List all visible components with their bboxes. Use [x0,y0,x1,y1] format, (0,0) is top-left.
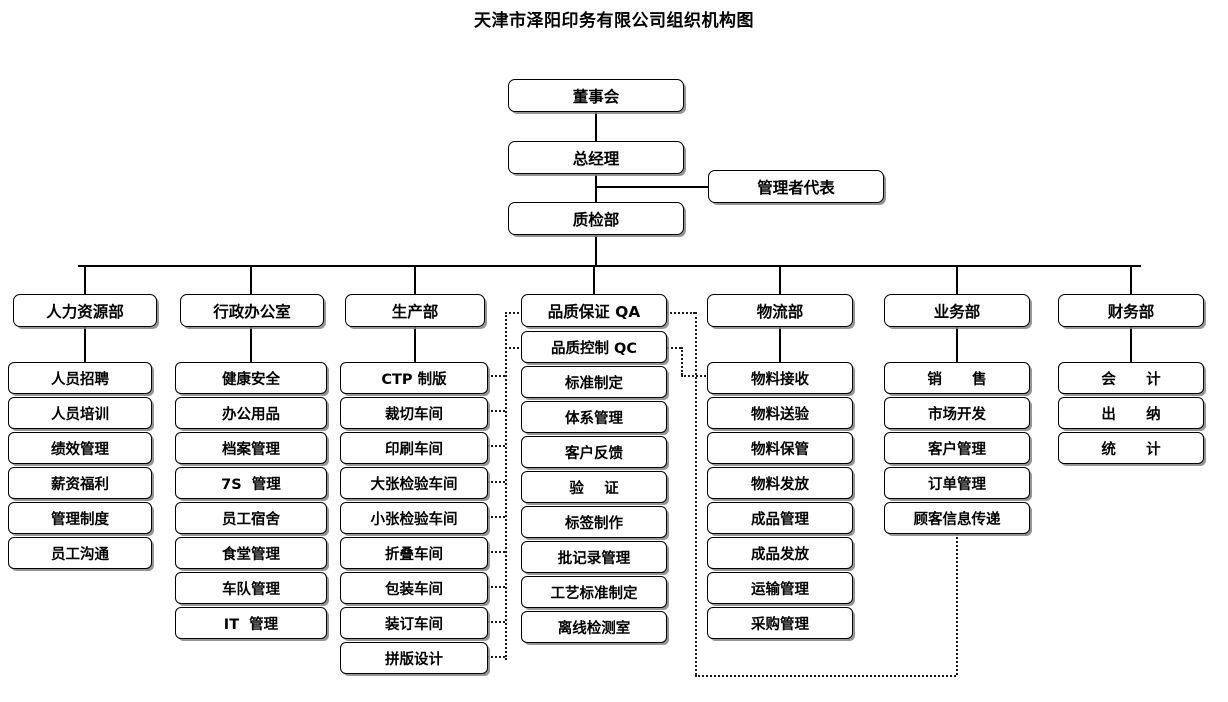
dept-item-business-2[interactable]: 客户管理 [884,432,1030,464]
connector-gm-to-mgmt-rep [595,186,708,188]
dept-item-finance-0[interactable]: 会 计 [1058,362,1204,394]
connector-finance-head-to-items [1130,327,1132,362]
dotted-link-prod-small-inspect [487,516,505,518]
dept-item-production-6[interactable]: 包装车间 [340,572,488,604]
dept-item-hr-2[interactable]: 绩效管理 [8,432,152,464]
dept-item-hr-5[interactable]: 员工沟通 [8,537,152,569]
connector-bus-to-qa [593,265,595,294]
dept-item-logistics-3[interactable]: 物料发放 [707,467,853,499]
dept-item-business-4[interactable]: 顾客信息传递 [884,502,1030,534]
dept-item-production-0[interactable]: CTP 制版 [340,362,488,394]
dept-header-hr[interactable]: 人力资源部 [13,294,157,327]
dept-item-finance-1[interactable]: 出 纳 [1058,397,1204,429]
dotted-link-qa-to-qc [505,347,523,349]
dotted-link-qa-head-right-drop [695,312,697,675]
dept-item-hr-3[interactable]: 薪资福利 [8,467,152,499]
connector-production-head-to-items [414,327,416,362]
box-management-representative[interactable]: 管理者代表 [708,170,884,203]
connector-department-bus [78,265,1141,267]
box-board[interactable]: 董事会 [508,79,684,112]
dotted-link-prod-print [487,445,505,447]
box-general-manager[interactable]: 总经理 [508,141,684,174]
dept-item-business-0[interactable]: 销 售 [884,362,1030,394]
dept-item-hr-4[interactable]: 管理制度 [8,502,152,534]
dept-item-logistics-4[interactable]: 成品管理 [707,502,853,534]
connector-bus-to-admin [250,265,252,294]
dept-header-qa[interactable]: 品质保证 QA [521,294,667,327]
connector-bus-to-business [956,265,958,294]
dept-item-business-3[interactable]: 订单管理 [884,467,1030,499]
connector-bus-to-hr [84,265,86,294]
dept-item-qa-1[interactable]: 标准制定 [521,366,667,398]
dotted-link-qc-right-drop [681,347,683,375]
dept-item-logistics-1[interactable]: 物料送验 [707,397,853,429]
dept-item-qa-8[interactable]: 离线检测室 [521,611,667,643]
dept-item-qa-7[interactable]: 工艺标准制定 [521,576,667,608]
dotted-link-prod-ctp [487,375,505,377]
dept-item-production-3[interactable]: 大张检验车间 [340,467,488,499]
dept-item-logistics-6[interactable]: 运输管理 [707,572,853,604]
dept-item-admin-1[interactable]: 办公用品 [175,397,327,429]
dept-item-logistics-5[interactable]: 成品发放 [707,537,853,569]
dept-item-admin-0[interactable]: 健康安全 [175,362,327,394]
dotted-link-qc-to-logistics [681,375,713,377]
dept-header-business[interactable]: 业务部 [884,294,1030,327]
connector-logistics-head-to-items [779,327,781,362]
dept-header-production[interactable]: 生产部 [345,294,485,327]
dept-item-business-1[interactable]: 市场开发 [884,397,1030,429]
dept-item-hr-1[interactable]: 人员培训 [8,397,152,429]
dept-header-finance[interactable]: 财务部 [1058,294,1204,327]
page-title: 天津市泽阳印务有限公司组织机构图 [474,11,754,31]
dotted-link-qa-head-right [663,312,695,314]
dept-item-qa-2[interactable]: 体系管理 [521,401,667,433]
dotted-link-business-drop [956,530,958,675]
connector-board-to-gm [595,112,597,141]
connector-business-head-to-items [956,327,958,362]
dotted-link-prod-pack [487,586,505,588]
dept-item-production-8[interactable]: 拼版设计 [340,642,488,674]
dotted-link-qc-right [663,347,681,349]
dotted-link-qa-to-qa-head [505,312,523,314]
connector-bus-to-production [414,265,416,294]
dept-item-production-5[interactable]: 折叠车间 [340,537,488,569]
dept-item-qa-4[interactable]: 验 证 [521,471,667,503]
connector-admin-head-to-items [250,327,252,362]
dotted-link-prod-bind [487,621,505,623]
dept-item-finance-2[interactable]: 统 计 [1058,432,1204,464]
dept-item-logistics-2[interactable]: 物料保管 [707,432,853,464]
dept-item-logistics-7[interactable]: 采购管理 [707,607,853,639]
dept-item-qa-6[interactable]: 批记录管理 [521,541,667,573]
dotted-link-prod-fold [487,551,505,553]
dotted-link-qa-left-trunk [505,312,507,660]
dept-item-qa-0[interactable]: 品质控制 QC [521,331,667,363]
connector-bus-to-finance [1130,265,1132,294]
dotted-link-prod-imposition [487,656,505,658]
box-qc-department[interactable]: 质检部 [508,202,684,235]
dept-item-qa-5[interactable]: 标签制作 [521,506,667,538]
connector-gm-to-qc [595,174,597,202]
dept-item-admin-6[interactable]: 车队管理 [175,572,327,604]
connector-hr-head-to-items [84,327,86,362]
dept-item-admin-5[interactable]: 食堂管理 [175,537,327,569]
dept-item-production-2[interactable]: 印刷车间 [340,432,488,464]
dept-item-logistics-0[interactable]: 物料接收 [707,362,853,394]
connector-bus-to-logistics [779,265,781,294]
connector-qc-to-bus [595,235,597,266]
dept-item-production-7[interactable]: 装订车间 [340,607,488,639]
dept-item-qa-3[interactable]: 客户反馈 [521,436,667,468]
dept-item-production-1[interactable]: 裁切车间 [340,397,488,429]
dept-item-admin-2[interactable]: 档案管理 [175,432,327,464]
dept-item-production-4[interactable]: 小张检验车间 [340,502,488,534]
dept-header-logistics[interactable]: 物流部 [707,294,853,327]
dotted-link-bottom-loop [695,675,956,677]
dept-item-admin-3[interactable]: 7S 管理 [175,467,327,499]
dept-item-admin-4[interactable]: 员工宿舍 [175,502,327,534]
dotted-link-prod-cut [487,410,505,412]
dept-item-admin-7[interactable]: IT 管理 [175,607,327,639]
dept-header-admin[interactable]: 行政办公室 [180,294,324,327]
dept-item-hr-0[interactable]: 人员招聘 [8,362,152,394]
dotted-link-prod-large-inspect [487,481,505,483]
